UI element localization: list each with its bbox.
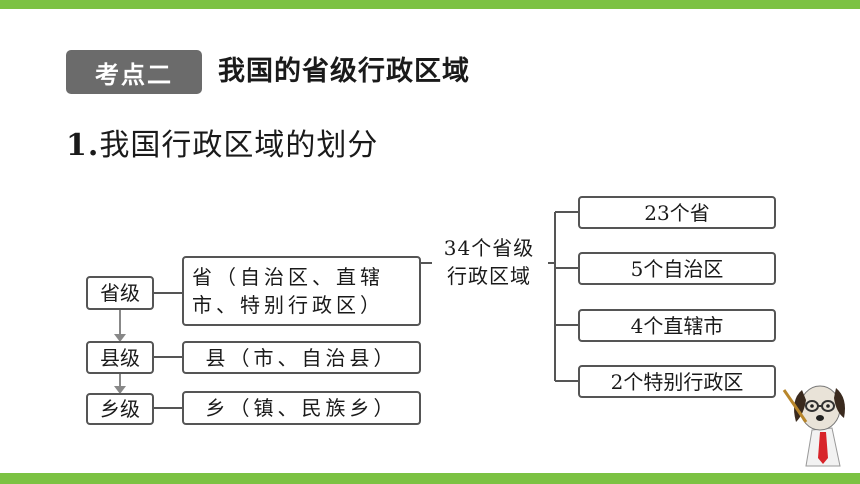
category-label: 4个直辖市 (630, 313, 724, 338)
level-desc-line: 省（自治区、直辖 (192, 265, 384, 289)
bottom-accent-bar (0, 473, 860, 484)
category-box: 2个特别行政区 (578, 365, 776, 398)
subtitle-number: 1. (66, 128, 100, 163)
category-label: 5个自治区 (630, 256, 724, 281)
level-label: 县级 (100, 345, 140, 370)
summary-label: 34个省级 行政区域 (430, 234, 548, 290)
level-label: 乡级 (100, 397, 140, 421)
level-desc-county: 县（市、自治县） (182, 341, 421, 374)
section-title: 我国的省级行政区域 (218, 56, 470, 87)
category-box: 23个省 (578, 196, 776, 229)
summary-line: 行政区域 (447, 264, 531, 288)
subtitle: 1.我国行政区域的划分 (66, 124, 378, 168)
top-accent-bar (0, 0, 860, 9)
level-box-county: 县级 (86, 341, 154, 374)
summary-line: 34个省级 (443, 236, 535, 260)
category-box: 5个自治区 (578, 252, 776, 285)
level-box-township: 乡级 (86, 393, 154, 425)
category-box: 4个直辖市 (578, 309, 776, 342)
level-desc-line: 县（市、自治县） (205, 345, 398, 370)
level-desc-line: 乡（镇、民族乡） (205, 396, 398, 420)
level-desc-township: 乡（镇、民族乡） (182, 391, 421, 425)
section-badge-label: 考点二 (95, 60, 173, 89)
level-box-provincial: 省级 (86, 276, 154, 310)
section-badge: 考点二 (66, 50, 202, 94)
subtitle-text: 我国行政区域的划分 (99, 128, 379, 163)
category-label: 23个省 (644, 200, 710, 225)
level-label: 省级 (100, 281, 140, 305)
dog-mascot-icon (782, 385, 845, 467)
level-desc-line: 市、特别行政区） (192, 293, 384, 317)
category-label: 2个特别行政区 (610, 369, 744, 394)
level-desc-provincial: 省（自治区、直辖 市、特别行政区） (182, 256, 421, 326)
